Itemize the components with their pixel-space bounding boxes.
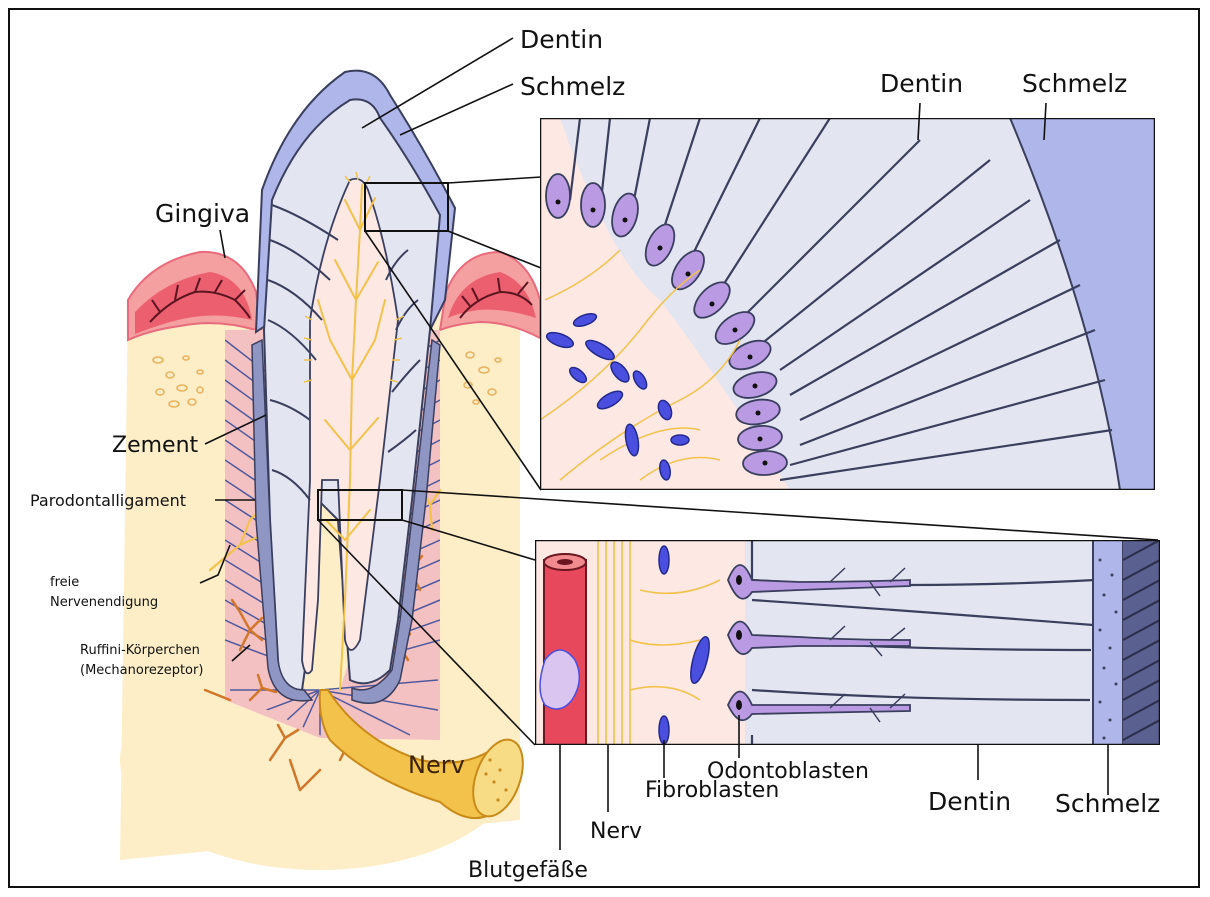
label-nerv-bundle: Nerv	[408, 751, 465, 779]
label-schmelz-top: Schmelz	[520, 72, 625, 101]
label-dentin-top: Dentin	[520, 25, 603, 54]
label-detail2-dentin: Dentin	[928, 787, 1011, 816]
label-detail2-schmelz: Schmelz	[1055, 789, 1160, 818]
label-nerv-detail: Nerv	[590, 819, 642, 844]
label-odontoblasten: Odontoblasten	[707, 759, 869, 784]
detail-panel-crown	[540, 118, 1155, 490]
label-gingiva: Gingiva	[155, 199, 250, 228]
label-zement: Zement	[112, 433, 199, 458]
label-blutgefaesse: Blutgefäße	[468, 858, 588, 883]
label-freie-line1: freie	[50, 575, 79, 590]
label-ruffini-line2: (Mechanorezeptor)	[80, 663, 203, 678]
label-freie-line2: Nervenendigung	[50, 595, 158, 610]
label-parodontalligament: Parodontalligament	[30, 491, 186, 510]
label-detail1-schmelz: Schmelz	[1022, 69, 1127, 98]
detail-panel-root	[535, 540, 1160, 745]
label-ruffini-line1: Ruffini-Körperchen	[80, 643, 200, 658]
label-detail1-dentin: Dentin	[880, 69, 963, 98]
detail2-enamel-dotted	[1093, 540, 1123, 745]
